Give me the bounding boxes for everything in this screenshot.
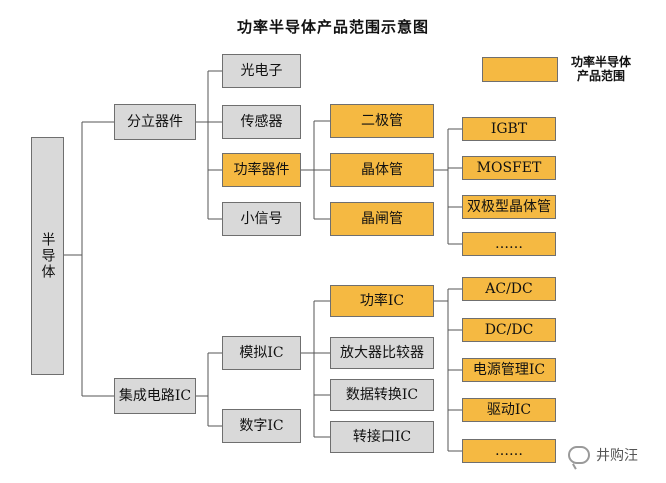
diagram-title: 功率半导体产品范围示意图 [236,18,429,36]
node-semiconductor: 半导体 [31,137,64,375]
node-power-ic-more: …… [462,439,556,463]
node-acdc: AC/DC [462,277,556,301]
node-digital-ic: 数字IC [222,409,301,443]
legend-label: 功率半导体产品范围 [570,55,631,84]
node-diode: 二极管 [330,104,434,138]
node-igbt: IGBT [462,117,556,141]
node-mosfet: MOSFET [462,156,556,180]
node-dcdc: DC/DC [462,318,556,342]
node-small-signal: 小信号 [222,202,301,236]
node-driver-ic: 驱动IC [462,398,556,422]
node-thyristor: 晶闸管 [330,202,434,236]
node-pmic: 电源管理IC [462,358,556,382]
node-optoelectronics: 光电子 [222,54,301,88]
node-analog-ic: 模拟IC [222,336,301,370]
wechat-icon [568,446,590,464]
node-power-devices: 功率器件 [222,153,301,187]
node-sensors: 传感器 [222,105,301,139]
node-integrated-circuit: 集成电路IC [114,378,196,414]
node-bjt: 双极型晶体管 [462,195,556,219]
node-data-converter-ic: 数据转换IC [330,379,434,411]
node-transistor-more: …… [462,232,556,256]
node-power-ic: 功率IC [330,285,434,317]
node-amplifier-comparator: 放大器比较器 [330,337,434,369]
watermark-text: 井购汪 [596,448,638,464]
watermark: 井购汪 [568,445,638,465]
node-discrete-devices: 分立器件 [114,104,196,140]
legend-swatch [482,57,558,82]
node-interface-ic: 转接口IC [330,421,434,453]
node-transistor: 晶体管 [330,153,434,187]
